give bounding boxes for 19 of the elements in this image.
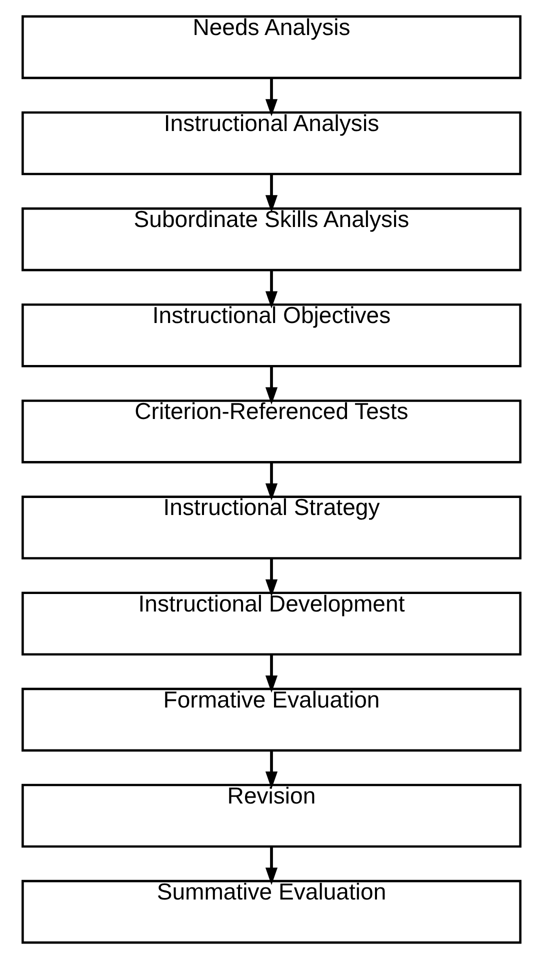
node-box: Revision (21, 784, 521, 848)
node-box: Needs Analysis (21, 15, 521, 80)
arrow (264, 558, 278, 597)
arrow (264, 654, 278, 693)
arrow (264, 846, 278, 885)
node-box: Instructional Development (21, 592, 521, 656)
arrow (264, 270, 278, 309)
node-box: Formative Evaluation (21, 688, 521, 752)
node-box: Instructional Strategy (21, 496, 521, 560)
arrow (264, 78, 278, 116)
node-box: Instructional Analysis (21, 111, 521, 176)
arrow (264, 462, 278, 501)
node-box: Summative Evaluation (21, 880, 521, 944)
arrow (264, 366, 278, 405)
node-box: Subordinate Skills Analysis (21, 207, 521, 272)
arrow (264, 174, 278, 212)
node-box: Criterion-Referenced Tests (21, 400, 521, 464)
node-box: Instructional Objectives (21, 304, 521, 368)
arrow (264, 750, 278, 789)
